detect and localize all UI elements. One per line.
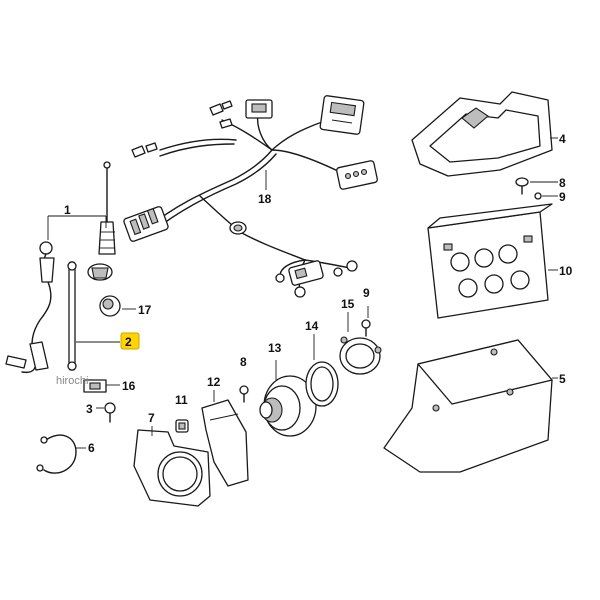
callout-9-right: 9 <box>559 190 566 204</box>
callout-9-lower: 9 <box>363 286 370 300</box>
callout-15: 15 <box>341 297 355 311</box>
part-8-screw-left <box>239 385 249 403</box>
part-4-cover <box>411 91 558 177</box>
part-2-ground-strap <box>67 261 120 371</box>
part-9-screw-right <box>534 192 558 200</box>
part-10-housing <box>427 203 558 319</box>
callout-16: 16 <box>122 379 136 393</box>
part-11-nut <box>175 419 189 433</box>
callout-8-right: 8 <box>559 176 566 190</box>
callout-12: 12 <box>207 375 221 389</box>
callout-13: 13 <box>268 341 282 355</box>
callout-17: 17 <box>138 303 152 317</box>
harness-terminals-top <box>131 100 233 158</box>
harness-grommet <box>229 221 247 235</box>
harness-connector-top <box>245 99 273 119</box>
part-9-screw-lower <box>361 306 371 337</box>
harness-connector-right <box>336 160 378 190</box>
part-13-speaker <box>259 360 317 437</box>
callout-6: 6 <box>88 441 95 455</box>
callout-18: 18 <box>258 192 272 206</box>
harness-connector-large <box>123 206 169 242</box>
callout-5: 5 <box>559 372 566 386</box>
harness-plug-cluster <box>275 260 358 298</box>
callout-labels: 1 2 3 4 5 6 7 8 8 9 9 10 11 12 13 14 15 … <box>64 132 573 455</box>
harness-connector-right-top <box>319 95 365 135</box>
part-14-ring <box>305 334 339 407</box>
callout-10: 10 <box>559 264 573 278</box>
part-6-clamp <box>36 434 86 474</box>
part-18-wiring-harness <box>123 95 378 298</box>
watermark: hirochi <box>56 375 88 387</box>
part-5-tray <box>383 339 558 473</box>
callout-8-left: 8 <box>240 355 247 369</box>
callout-14: 14 <box>305 319 319 333</box>
callout-7: 7 <box>148 411 155 425</box>
part-7-adapter-plate <box>133 426 211 507</box>
callout-1: 1 <box>64 203 71 217</box>
part-3-screw <box>96 402 116 423</box>
callout-3: 3 <box>86 402 93 416</box>
callout-2: 2 <box>125 335 132 349</box>
leader-1 <box>47 215 107 240</box>
part-8-screw-right <box>515 177 558 195</box>
part-17-cap <box>99 295 136 317</box>
part-12-bracket <box>201 390 249 487</box>
callout-2-highlight <box>120 332 140 350</box>
callout-4: 4 <box>559 132 566 146</box>
callout-11: 11 <box>175 393 188 407</box>
part-1-antenna <box>5 161 116 374</box>
part-15-ring <box>339 312 382 375</box>
part-16-clip <box>83 379 120 393</box>
